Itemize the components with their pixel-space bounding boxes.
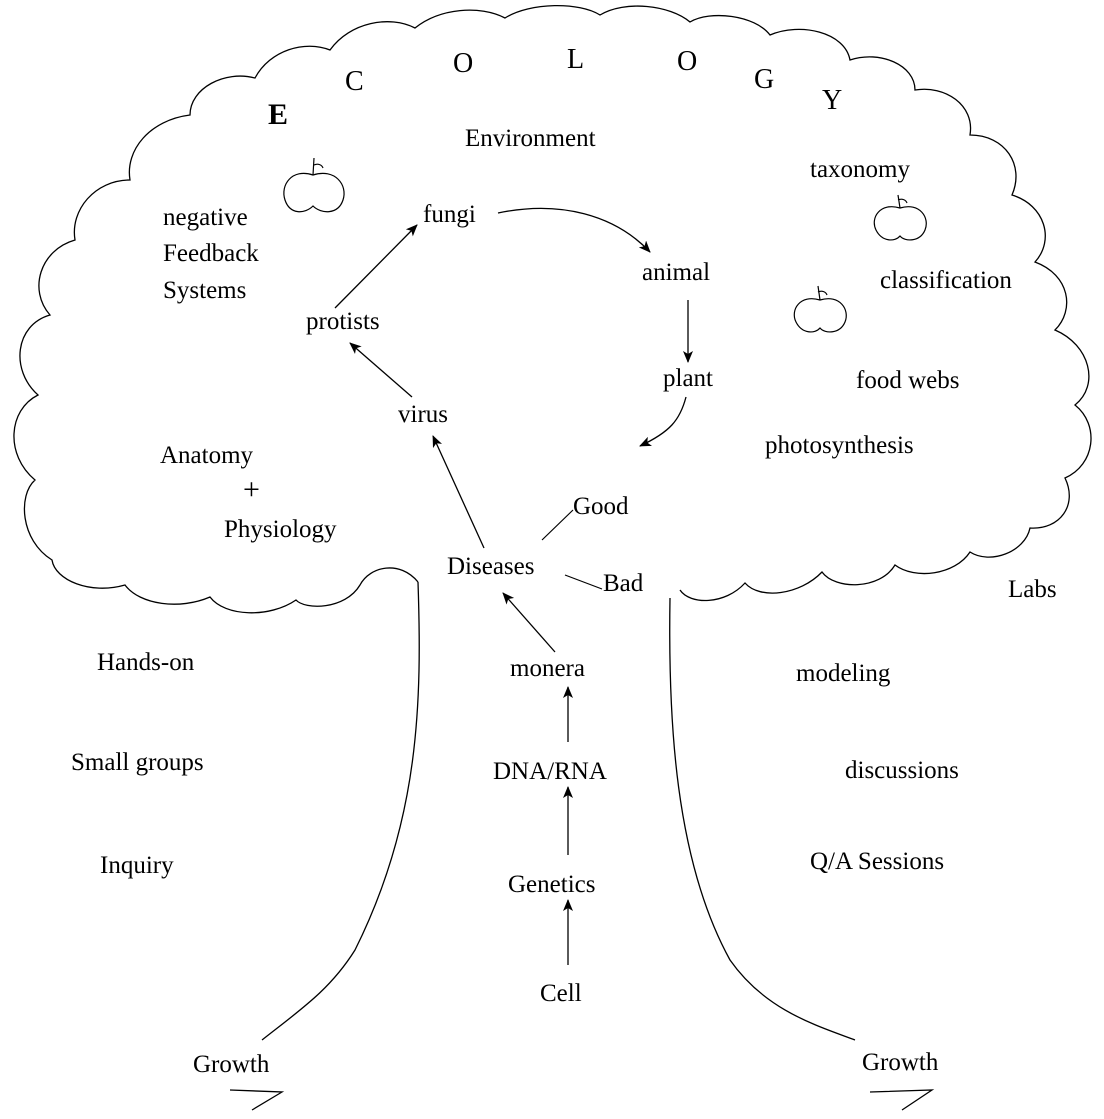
label-discussions: discussions bbox=[845, 757, 959, 784]
label-food-webs: food webs bbox=[856, 367, 960, 394]
title-letter: Y bbox=[822, 85, 843, 116]
label-good: Good bbox=[573, 493, 629, 520]
label-systems: Systems bbox=[163, 277, 247, 304]
arrow-monera-to-diseases bbox=[502, 592, 556, 653]
trunk-right-line bbox=[669, 597, 856, 1041]
label-growth-right: Growth bbox=[862, 1049, 939, 1076]
apple-icon bbox=[873, 194, 927, 241]
label-anatomy: Anatomy bbox=[160, 442, 254, 469]
arrow-plant-to-diseases bbox=[639, 396, 687, 447]
title-letter: E bbox=[268, 98, 289, 131]
label-labs: Labs bbox=[1008, 576, 1057, 603]
label-environment: Environment bbox=[465, 125, 596, 152]
label-bad: Bad bbox=[603, 570, 644, 597]
title-letter: O bbox=[453, 48, 474, 79]
label-growth-left: Growth bbox=[193, 1051, 270, 1078]
label-photosynthesis: photosynthesis bbox=[765, 432, 914, 459]
label-virus: virus bbox=[398, 401, 448, 428]
label-genetics: Genetics bbox=[508, 871, 596, 898]
apple-icon bbox=[283, 157, 345, 213]
title-letter: O bbox=[677, 46, 698, 77]
line-diseases-good bbox=[541, 509, 574, 541]
tree-canopy-outline bbox=[13, 4, 1092, 614]
line-diseases-bad bbox=[564, 574, 603, 590]
label-feedback: Feedback bbox=[163, 240, 259, 267]
title-letter: C bbox=[345, 66, 364, 97]
title-letter: G bbox=[754, 64, 775, 95]
label-physiology: Physiology bbox=[224, 516, 337, 543]
trunk-left-line bbox=[261, 581, 420, 1041]
arrow-virus-to-protists bbox=[349, 342, 413, 398]
arrow-fungi-to-animal bbox=[497, 207, 651, 253]
label-classification: classification bbox=[880, 267, 1012, 294]
label-taxonomy: taxonomy bbox=[810, 156, 910, 183]
label-animal: animal bbox=[642, 259, 711, 286]
label-qa-sessions: Q/A Sessions bbox=[810, 848, 945, 875]
label-small-groups: Small groups bbox=[71, 749, 204, 776]
label-dna-rna: DNA/RNA bbox=[493, 758, 607, 785]
label-fungi: fungi bbox=[423, 201, 476, 228]
root-squiggle-left bbox=[229, 1089, 285, 1111]
label-modeling: modeling bbox=[796, 660, 891, 687]
root-squiggle-right bbox=[869, 1089, 935, 1111]
label-monera: monera bbox=[510, 655, 585, 682]
apple-icon bbox=[793, 285, 847, 333]
label-negative: negative bbox=[163, 204, 248, 231]
label-cell: Cell bbox=[540, 980, 582, 1007]
label-plant: plant bbox=[663, 365, 713, 392]
label-inquiry: Inquiry bbox=[100, 852, 174, 879]
arrow-diseases-to-virus bbox=[432, 435, 485, 549]
label-hands-on: Hands-on bbox=[97, 649, 195, 676]
label-plus: + bbox=[243, 473, 260, 506]
title-letter: L bbox=[567, 44, 585, 75]
arrow-protists-to-fungi bbox=[334, 224, 418, 309]
label-protists: protists bbox=[306, 308, 380, 335]
label-diseases: Diseases bbox=[447, 553, 535, 580]
